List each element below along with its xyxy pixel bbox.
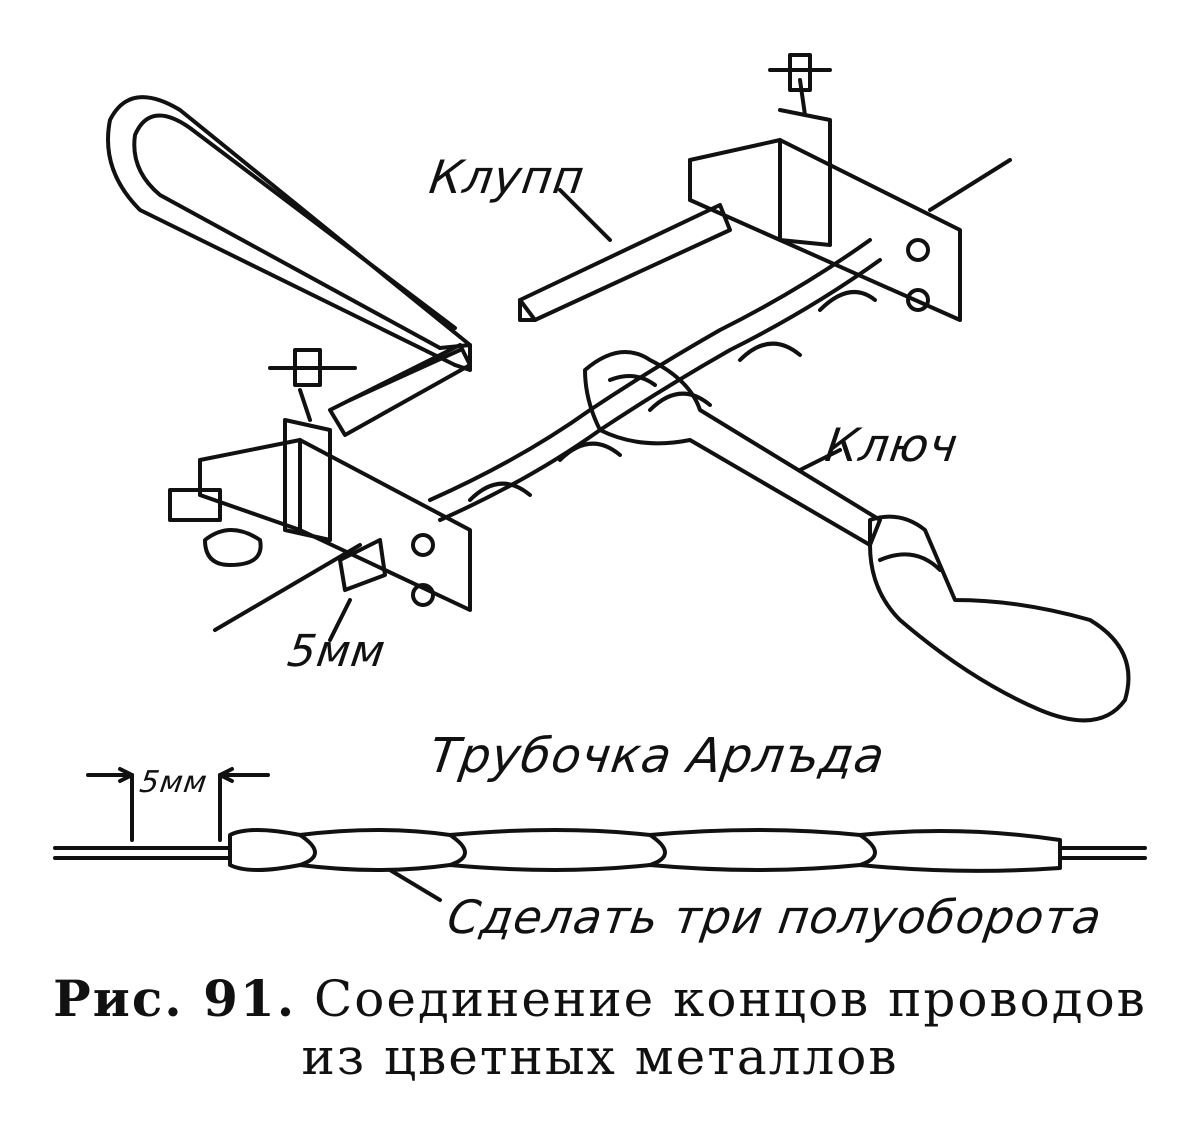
twisted-tube [428, 238, 882, 522]
top-die [688, 53, 1012, 322]
label-size-top: 5мм [284, 626, 389, 677]
leader-lines [328, 188, 842, 902]
left-die [168, 348, 472, 632]
label-tube: Трубочка Арлъда [426, 728, 889, 784]
upper-arm [518, 203, 732, 322]
caption-line-1: Рис. 91. Соединение концов проводов [0, 969, 1200, 1029]
caption-number: Рис. 91. [53, 969, 297, 1028]
lower-arm [328, 343, 472, 437]
caption-title: Соединение концов проводов [314, 970, 1147, 1028]
label-size-bottom: 5мм [137, 765, 210, 800]
label-die-stock: Клупп [426, 150, 589, 204]
label-half-turns: Сделать три полуоборота [444, 890, 1106, 944]
frame-loop [106, 95, 472, 372]
joined-wire [53, 767, 1147, 873]
caption-line-2: из цветных металлов [301, 1028, 899, 1086]
wrench [583, 350, 1131, 723]
label-wrench: Ключ [822, 418, 962, 472]
figure-caption: Рис. 91. Соединение концов проводов из ц… [0, 969, 1200, 1087]
